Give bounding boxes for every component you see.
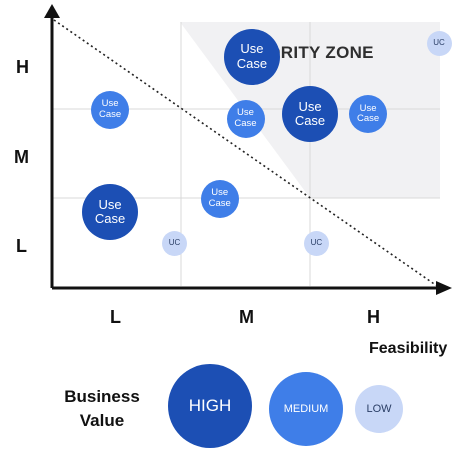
- x-tick-low: L: [110, 307, 121, 327]
- use-case-bubble: UC: [162, 231, 188, 256]
- x-axis-arrow-icon: [436, 281, 452, 295]
- y-tick-low: L: [16, 236, 27, 256]
- use-case-bubble: Use Case: [200, 180, 239, 218]
- legend-title-line2: Value: [79, 411, 125, 430]
- x-axis-title: Feasibility: [369, 340, 448, 357]
- legend-high-bubble: HIGH: [168, 364, 252, 448]
- x-tick-high: H: [367, 307, 380, 327]
- legend-medium-bubble: MEDIUM: [269, 372, 343, 446]
- legend-low-bubble: LOW: [355, 385, 403, 433]
- use-case-bubble: UC: [303, 231, 329, 256]
- y-tick-medium: M: [14, 147, 29, 167]
- diagonal-divider: [53, 19, 441, 289]
- legend-title: Business Value: [56, 385, 148, 433]
- use-case-bubble: Use Case: [226, 99, 265, 138]
- x-tick-medium: M: [239, 307, 254, 327]
- use-case-bubble: Use Case: [282, 86, 338, 143]
- y-tick-high: H: [16, 57, 29, 77]
- use-case-bubble: Use Case: [223, 28, 280, 85]
- use-case-bubble: Use Case: [349, 95, 388, 134]
- y-axis-arrow-icon: [44, 4, 60, 18]
- legend-title-line1: Business: [64, 387, 140, 406]
- use-case-bubble: Use Case: [91, 91, 130, 129]
- use-case-bubble: Use Case: [82, 184, 139, 241]
- use-case-bubble: UC: [426, 30, 452, 56]
